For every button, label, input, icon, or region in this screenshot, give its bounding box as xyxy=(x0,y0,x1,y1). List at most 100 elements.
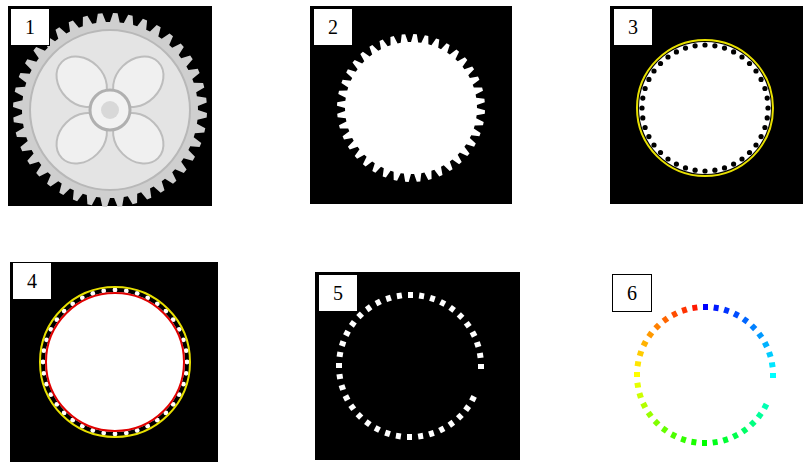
tooth-gap xyxy=(747,150,752,155)
tooth-gap xyxy=(765,96,770,101)
tooth-colored xyxy=(637,350,644,357)
tooth-gap xyxy=(640,96,645,101)
tooth-colored xyxy=(749,420,757,428)
tooth-gap xyxy=(651,142,656,147)
tooth-colored xyxy=(713,305,719,312)
tooth-blob xyxy=(395,433,401,440)
tooth-colored xyxy=(741,426,749,434)
callout-number: 5 xyxy=(333,283,343,303)
tooth-colored xyxy=(691,439,697,446)
tooth-dot xyxy=(101,289,106,294)
tooth-blob xyxy=(356,412,364,420)
tooth-colored xyxy=(770,373,776,378)
panel-number-box: 2 xyxy=(313,8,353,46)
tooth-blob xyxy=(456,413,464,421)
tooth-colored xyxy=(671,310,678,318)
callout-number: 4 xyxy=(27,271,37,291)
tooth-blob xyxy=(407,434,412,440)
tooth-gap xyxy=(731,49,736,54)
tooth-gap xyxy=(731,162,736,167)
tooth-blob xyxy=(384,430,391,437)
callout-number: 6 xyxy=(627,283,637,303)
tooth-gap xyxy=(762,86,767,91)
tooth-blob xyxy=(385,295,392,302)
tooth-blob xyxy=(478,364,484,369)
tooth-gap xyxy=(665,54,670,59)
panel-number-box: 5 xyxy=(318,274,358,312)
tooth-blob xyxy=(448,420,456,428)
tooth-blob xyxy=(348,404,356,412)
tooth-dot xyxy=(42,348,47,353)
tooth-gap xyxy=(739,54,744,59)
panel-number-box: 4 xyxy=(12,262,52,300)
tooth-colored xyxy=(653,419,661,427)
tooth-gap xyxy=(693,43,698,48)
tooth-dot xyxy=(184,348,189,353)
tooth-colored xyxy=(750,323,758,331)
gear-rim xyxy=(30,30,190,190)
panel-ground xyxy=(8,6,212,206)
gear-silhouette xyxy=(337,34,485,182)
outer-fit-circle xyxy=(40,287,190,437)
teeth-dots xyxy=(336,292,484,440)
tooth-colored xyxy=(766,351,773,358)
tooth-dot xyxy=(124,289,129,294)
tooth-colored xyxy=(637,392,644,399)
tooth-gap xyxy=(722,46,727,51)
tooth-colored xyxy=(769,362,776,368)
tooth-colored xyxy=(722,436,729,443)
tooth-blob xyxy=(337,351,344,357)
tooth-colored xyxy=(635,361,642,367)
tooth-colored xyxy=(703,304,708,310)
tooth-colored xyxy=(756,332,764,340)
callout-number: 3 xyxy=(628,17,638,37)
gear-disc xyxy=(45,292,185,432)
tooth-blob xyxy=(364,419,372,427)
tooth-blob xyxy=(343,394,351,401)
tooth-colored xyxy=(762,341,770,348)
tooth-blob xyxy=(396,292,402,299)
gear-silhouette xyxy=(337,34,485,182)
tooth-colored xyxy=(680,436,687,443)
tooth-blob xyxy=(474,341,481,348)
tooth-colored xyxy=(756,412,764,420)
tooth-gap xyxy=(753,142,758,147)
tooth-gap xyxy=(753,68,758,73)
tooth-gap xyxy=(759,77,764,82)
tooth-colored xyxy=(641,340,649,347)
tooth-blob xyxy=(339,340,346,347)
tooth-dot xyxy=(41,360,46,365)
labelled-teeth xyxy=(634,304,776,446)
tooth-blob xyxy=(349,320,357,328)
tooth-gap xyxy=(765,105,770,110)
tooth-colored xyxy=(681,307,688,314)
tooth-blob xyxy=(375,299,382,307)
tooth-gap xyxy=(722,165,727,170)
callout-number: 1 xyxy=(25,17,35,37)
panel-number-box: 6 xyxy=(612,274,652,312)
fitted-circle xyxy=(637,40,773,176)
tooth-blob xyxy=(477,352,484,358)
tooth-dot xyxy=(185,360,190,365)
tooth-colored xyxy=(732,432,739,440)
tooth-gap xyxy=(643,86,648,91)
tooth-colored xyxy=(634,372,640,377)
tooth-blob xyxy=(448,305,456,313)
tooth-gap xyxy=(712,168,717,173)
tooth-gap xyxy=(747,61,752,66)
tooth-blob xyxy=(457,312,465,320)
tooth-gap xyxy=(674,162,679,167)
tooth-gap xyxy=(640,115,645,120)
tooth-blob xyxy=(336,374,343,380)
tooth-blob xyxy=(439,299,446,307)
tooth-colored xyxy=(702,440,707,446)
panel-ground xyxy=(310,6,512,204)
tooth-colored xyxy=(670,432,677,440)
tooth-colored xyxy=(662,316,670,324)
gear-bore xyxy=(101,101,119,119)
panel-ground xyxy=(10,262,218,462)
tooth-gap xyxy=(658,61,663,66)
tooth-dot xyxy=(124,431,129,436)
tooth-gap xyxy=(683,46,688,51)
